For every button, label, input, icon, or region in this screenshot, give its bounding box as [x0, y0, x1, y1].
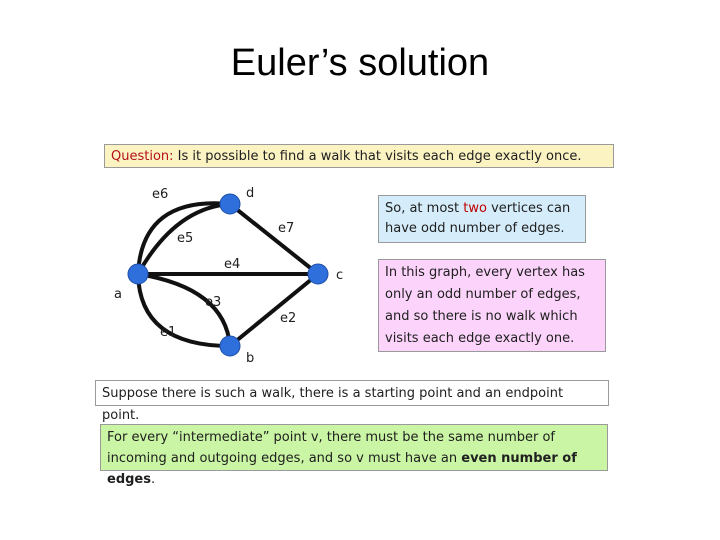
- edge-label-e5: e5: [177, 231, 193, 246]
- note-green-line-1: For every “intermediate” point v, there …: [107, 430, 556, 445]
- note-all-odd: In this graph, every vertex has only an …: [378, 259, 606, 352]
- note-pink-line: In this graph, every vertex has: [385, 265, 585, 280]
- note-green-line-2: incoming and outgoing edges, and so v mu…: [107, 448, 601, 490]
- edge-e3: [136, 272, 232, 348]
- vertex-a: [127, 263, 149, 285]
- edge-e5: [136, 202, 232, 276]
- vertex-label-c: c: [336, 268, 343, 283]
- edge-e6: [136, 201, 232, 276]
- question-box: Question: Is it possible to find a walk …: [104, 144, 614, 168]
- note-pink-line: visits each edge exactly one.: [385, 331, 575, 346]
- vertex-label-a: a: [114, 287, 122, 302]
- note-pink-line: and so there is no walk which: [385, 309, 578, 324]
- edge-label-e7: e7: [278, 221, 294, 236]
- edge-label-e2: e2: [280, 311, 296, 326]
- note-blue-line-2: have odd number of edges.: [385, 221, 565, 236]
- edge-e1: [136, 272, 232, 348]
- edge-label-e1: e1: [160, 325, 176, 340]
- edge-e7: [228, 202, 320, 276]
- highlight-two: two: [463, 201, 487, 216]
- even-edges-emphasis: even number of edges: [107, 451, 577, 487]
- note-blue-line-1: So, at most two vertices can: [385, 199, 579, 219]
- note-blue-text: So, at most: [385, 201, 464, 216]
- edge-label-e4: e4: [224, 257, 240, 272]
- vertex-label-b: b: [246, 351, 254, 366]
- vertex-d: [219, 193, 241, 215]
- slide-title: Euler’s solution: [230, 42, 490, 84]
- note-walk-endpoints: Suppose there is such a walk, there is a…: [95, 380, 609, 423]
- edge-label-e6: e6: [152, 187, 168, 202]
- note-green-text: incoming and outgoing edges, and so v mu…: [107, 451, 462, 466]
- question-text: Is it possible to find a walk that visit…: [173, 149, 582, 164]
- edge-e2: [228, 272, 320, 348]
- vertex-b: [219, 335, 241, 357]
- note-blue-text: vertices can: [486, 201, 571, 216]
- question-label: Question:: [111, 149, 174, 164]
- note-pink-line: only an odd number of edges,: [385, 287, 581, 302]
- note-green-text: .: [150, 472, 156, 487]
- vertex-label-d: d: [246, 186, 254, 201]
- note-even-edges: For every “intermediate” point v, there …: [100, 424, 608, 487]
- vertex-c: [307, 263, 329, 285]
- note-two-odd-vertices: So, at most two vertices can have odd nu…: [378, 195, 586, 243]
- edge-label-e3: e3: [205, 295, 221, 310]
